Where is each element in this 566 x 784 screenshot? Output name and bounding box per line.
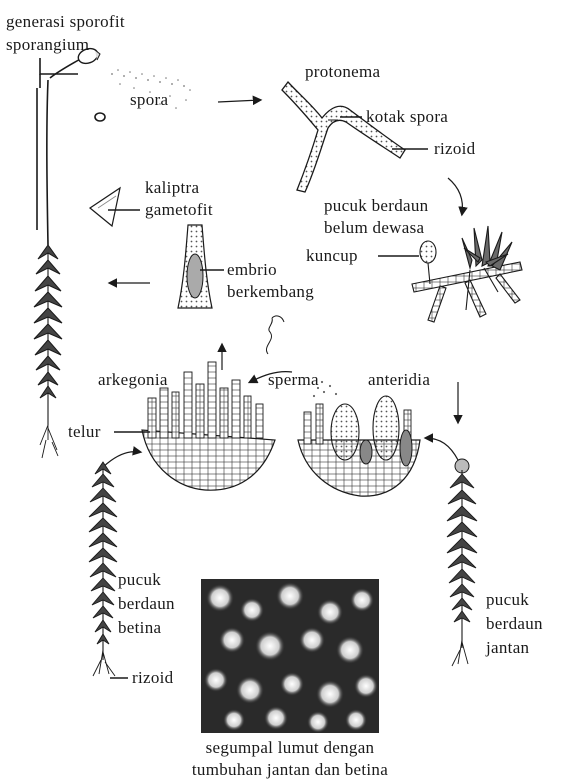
developing-embryo bbox=[178, 225, 224, 308]
label-belum-dewasa: belum dewasa bbox=[324, 218, 424, 238]
label-pucuk-jantan-2: berdaun bbox=[486, 614, 543, 634]
caption-line-2: tumbuhan jantan dan betina bbox=[150, 760, 430, 780]
label-arkegonia: arkegonia bbox=[98, 370, 168, 390]
label-berkembang: berkembang bbox=[227, 282, 314, 302]
sporophyte-plant bbox=[34, 46, 100, 458]
label-pucuk-betina-2: berdaun bbox=[118, 594, 175, 614]
label-pucuk-betina-3: betina bbox=[118, 618, 161, 638]
caption-line-1: segumpal lumut dengan bbox=[170, 738, 410, 758]
sporophyte-bracket bbox=[37, 58, 78, 230]
calyptra bbox=[90, 188, 140, 226]
arrow-spora-protonema bbox=[218, 100, 260, 102]
young-leafy-shoot bbox=[378, 226, 522, 322]
label-sperma: sperma bbox=[268, 370, 319, 390]
label-pucuk-berdaun-muda: pucuk berdaun bbox=[324, 196, 428, 216]
label-embrio: embrio bbox=[227, 260, 277, 280]
sperm-icon bbox=[266, 316, 284, 354]
label-protonema: protonema bbox=[305, 62, 380, 82]
arrow-protonema-shoot bbox=[448, 178, 462, 214]
label-sporangium: sporangium bbox=[6, 35, 89, 55]
label-kaliptra: kaliptra bbox=[145, 178, 199, 198]
label-generasi-sporofit: generasi sporofit bbox=[6, 12, 125, 32]
capsule-lid bbox=[95, 113, 105, 121]
label-spora: spora bbox=[130, 90, 168, 110]
protonema-structure bbox=[282, 82, 428, 192]
label-kotak-spora: kotak spora bbox=[366, 107, 448, 127]
label-anteridia: anteridia bbox=[368, 370, 430, 390]
label-telur: telur bbox=[68, 422, 101, 442]
male-leafy-shoot bbox=[447, 459, 477, 666]
label-rizoid-protonema: rizoid bbox=[434, 139, 475, 159]
arrow-male-antheridia bbox=[426, 438, 458, 460]
moss-clump-photo bbox=[201, 579, 379, 733]
label-pucuk-betina-1: pucuk bbox=[118, 570, 161, 590]
label-rizoid-betina: rizoid bbox=[132, 668, 173, 688]
label-pucuk-jantan-3: jantan bbox=[486, 638, 529, 658]
antheridia-cluster bbox=[298, 381, 420, 496]
label-kuncup: kuncup bbox=[306, 246, 358, 266]
label-pucuk-jantan-1: pucuk bbox=[486, 590, 529, 610]
label-gametofit: gametofit bbox=[145, 200, 213, 220]
